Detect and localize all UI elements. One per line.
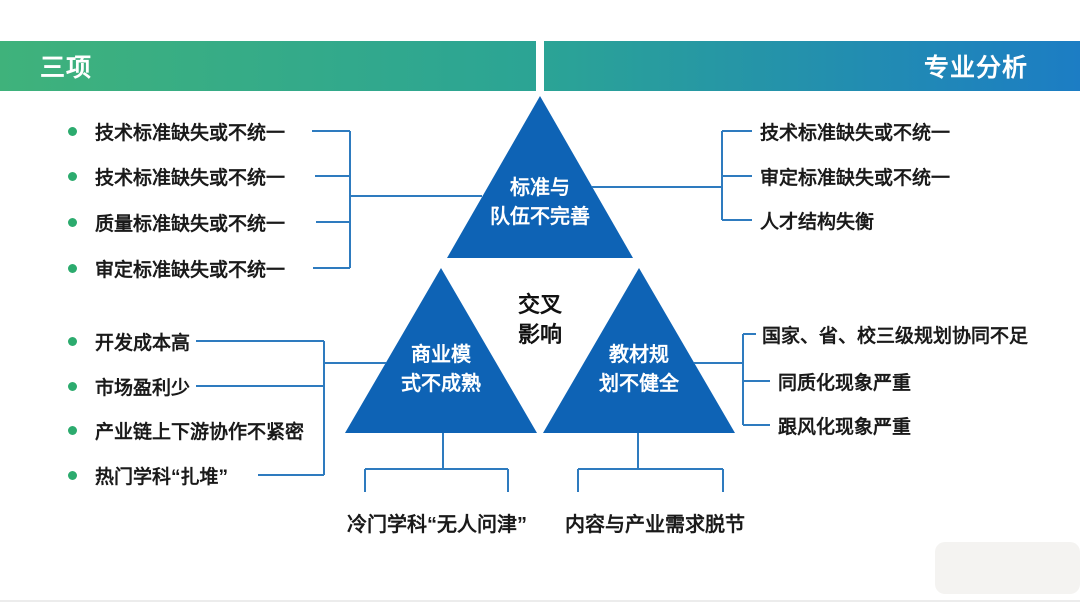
- right-bottom-bracket-lines: [694, 333, 770, 426]
- list-item-label: 审定标准缺失或不统一: [760, 167, 951, 189]
- top-triangle-label-line2: 队伍不完善: [490, 206, 590, 228]
- bl-triangle-label-line1: 商业模: [411, 344, 471, 366]
- right-top-bracket-lines: [592, 130, 752, 221]
- bullet-icon: [68, 470, 77, 480]
- list-item-label: 技术标准缺失或不统一: [760, 122, 951, 144]
- bottom-label-left: 冷门学科“无人问津”: [347, 514, 527, 536]
- bottom-right-triangle: [543, 268, 735, 433]
- bottom-hairline: [0, 600, 1080, 602]
- left-top-bracket-lines: [312, 130, 482, 269]
- list-item-label: 审定标准缺失或不统一: [95, 259, 286, 281]
- list-item: 审定标准缺失或不统一: [68, 256, 286, 281]
- list-item-label: 同质化现象严重: [778, 372, 912, 394]
- list-item: 市场盈利少: [68, 374, 191, 399]
- list-item-label: 技术标准缺失或不统一: [95, 167, 286, 189]
- header-title-right: 专业分析: [923, 54, 1028, 82]
- top-triangle: [447, 96, 633, 258]
- bullet-icon: [68, 425, 77, 435]
- bottom-left-triangle-label: 商业模 式不成熟: [401, 341, 481, 399]
- bullet-icon: [68, 171, 77, 181]
- list-item-label: 市场盈利少: [95, 377, 191, 399]
- bullet-icon: [68, 381, 77, 391]
- list-item-label: 开发成本高: [95, 332, 191, 354]
- center-label-line2: 影响: [517, 322, 563, 347]
- header-divider: [536, 33, 544, 91]
- watermark: [935, 542, 1080, 594]
- list-item: 产业链上下游协作不紧密: [68, 418, 305, 443]
- list-item: 质量标准缺失或不统一: [68, 210, 286, 235]
- list-item-label: 跟风化现象严重: [778, 416, 912, 438]
- header-title-left: 三项: [40, 54, 93, 82]
- br-triangle-label-line1: 教材规: [609, 344, 669, 366]
- top-triangle-label-line1: 标准与: [510, 177, 570, 199]
- list-item-label: 国家、省、校三级规划协同不足: [762, 325, 1029, 347]
- list-item: 人才结构失衡: [760, 208, 875, 233]
- list-item: 技术标准缺失或不统一: [760, 119, 951, 144]
- bullet-icon: [68, 126, 77, 136]
- list-item-label: 质量标准缺失或不统一: [95, 213, 286, 235]
- list-item: 审定标准缺失或不统一: [760, 164, 951, 189]
- center-label-line1: 交叉: [517, 292, 563, 317]
- bullet-icon: [68, 263, 77, 273]
- list-item: 国家、省、校三级规划协同不足: [762, 322, 1029, 347]
- list-item-label: 产业链上下游协作不紧密: [95, 421, 305, 443]
- bottom-label-right: 内容与产业需求脱节: [565, 514, 745, 536]
- list-item: 技术标准缺失或不统一: [68, 119, 286, 144]
- center-label: 交叉 影响: [518, 290, 562, 350]
- top-triangle-label: 标准与 队伍不完善: [490, 174, 590, 232]
- list-item-label: 热门学科“扎堆”: [95, 466, 229, 488]
- list-item: 同质化现象严重: [778, 369, 912, 394]
- bl-triangle-label-line2: 式不成熟: [401, 373, 481, 395]
- list-item-label: 人才结构失衡: [760, 211, 875, 233]
- list-item-label: 技术标准缺失或不统一: [95, 122, 286, 144]
- bottom-right-bracket-lines: [577, 433, 724, 492]
- bottom-right-triangle-label: 教材规 划不健全: [599, 341, 679, 399]
- br-triangle-label-line2: 划不健全: [599, 373, 679, 395]
- list-item: 热门学科“扎堆”: [68, 463, 229, 488]
- bottom-left-bracket-lines: [364, 433, 509, 492]
- bottom-left-triangle: [345, 268, 537, 433]
- list-item: 技术标准缺失或不统一: [68, 164, 286, 189]
- bullet-icon: [68, 217, 77, 227]
- left-bottom-bracket-lines: [196, 340, 386, 476]
- list-item: 开发成本高: [68, 329, 191, 354]
- bullet-icon: [68, 336, 77, 346]
- list-item: 跟风化现象严重: [778, 413, 912, 438]
